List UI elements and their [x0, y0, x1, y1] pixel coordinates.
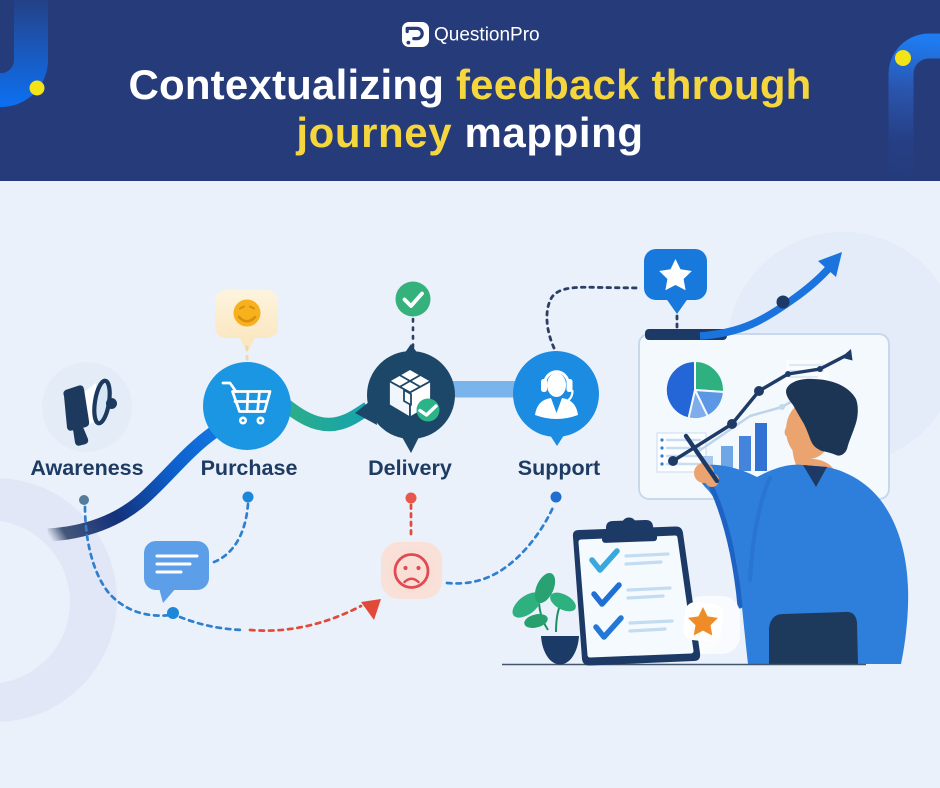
- svg-text:QuestionPro: QuestionPro: [434, 25, 540, 46]
- svg-text:Awareness: Awareness: [30, 456, 143, 480]
- svg-text:Support: Support: [518, 456, 600, 480]
- svg-text:journey mapping: journey mapping: [295, 109, 643, 156]
- svg-text:Delivery: Delivery: [368, 456, 452, 480]
- svg-text:Purchase: Purchase: [201, 456, 298, 480]
- svg-text:Contextualizing feedback throu: Contextualizing feedback through: [128, 61, 811, 108]
